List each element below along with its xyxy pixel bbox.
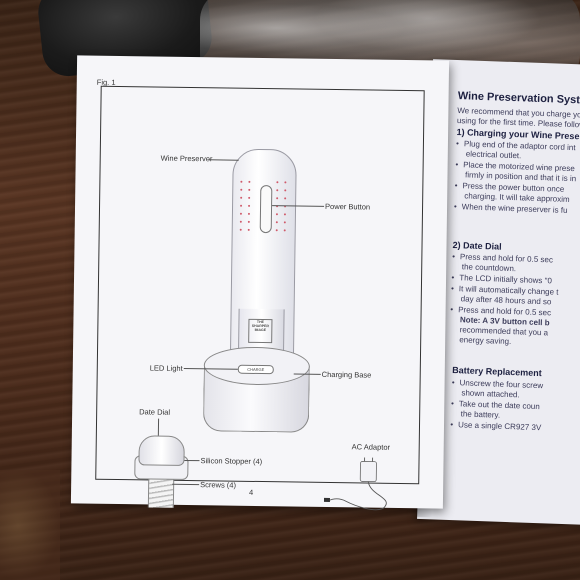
label-charging-base: Charging Base: [321, 369, 372, 380]
s3-line: Use a single CR927 3V: [450, 420, 541, 432]
page-number: 4: [248, 487, 254, 497]
charge-led-pill: CHARGE: [237, 364, 274, 375]
vent-dots: [102, 87, 424, 232]
label-ac-adaptor: AC Adaptor: [351, 442, 391, 452]
ac-adaptor-drawing: [323, 457, 387, 511]
section-battery-heading: Battery Replacement: [452, 365, 542, 379]
instruction-page-left: Fig. 1 THE SHARPER IMAGE CHARGE Wine Pre…: [70, 55, 450, 511]
label-wine-preserver: Wine Preserver: [160, 153, 213, 164]
s2-line: the countdown.: [461, 262, 517, 274]
power-button-drawing: [259, 184, 273, 234]
s1-line: electrical outlet.: [465, 149, 522, 161]
label-silicon-stopper: Silicon Stopper (4): [200, 456, 263, 467]
label-screws: Screws (4): [200, 480, 237, 490]
instructions-title: Wine Preservation Syst: [457, 90, 580, 107]
s1-line: When the wine preserver is fu: [454, 202, 568, 215]
s3-line: shown attached.: [461, 388, 520, 400]
label-power-button: Power Button: [324, 201, 371, 212]
sharper-image-logo: THE SHARPER IMAGE: [248, 318, 273, 344]
leader-line: [208, 159, 239, 161]
s2-line: day after 48 hours and so: [460, 294, 552, 307]
figure-frame: THE SHARPER IMAGE CHARGE Wine Preserver …: [95, 85, 425, 511]
label-led-light: LED Light: [149, 363, 183, 373]
wood-knot: [0, 470, 60, 580]
label-date-dial: Date Dial: [139, 407, 171, 417]
stopper-screw-thread: [147, 477, 175, 508]
date-dial-drawing: [138, 435, 185, 466]
leader-line: [184, 459, 200, 462]
section-date-dial-heading: 2) Date Dial: [452, 239, 502, 252]
leader-line: [157, 418, 160, 436]
s3-line: the battery.: [460, 409, 501, 420]
leader-line: [172, 483, 200, 486]
s2-line: energy saving.: [459, 335, 512, 347]
